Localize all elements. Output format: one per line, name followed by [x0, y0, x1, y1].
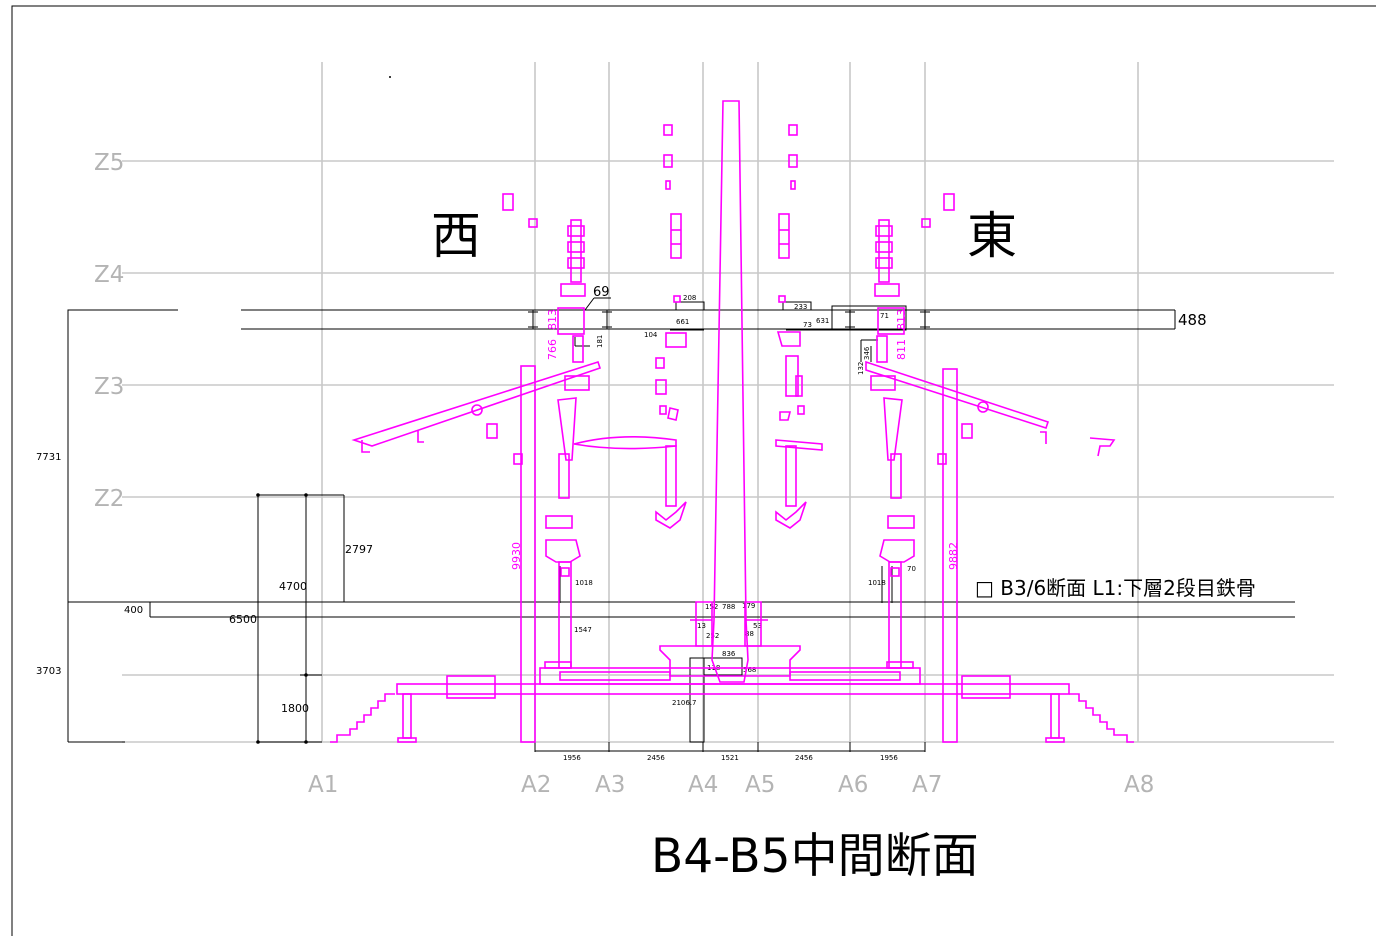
dim-1018-right: 1018 [868, 579, 886, 587]
dim-70: 70 [907, 565, 916, 573]
dim-88: 88 [745, 630, 754, 638]
dim-2797: 2797 [345, 543, 373, 556]
dim-2106: 2106.7 [672, 699, 697, 707]
dim-631: 631 [816, 317, 829, 325]
grid-label-a8: A8 [1124, 772, 1154, 798]
sheet-border [11, 5, 1376, 936]
central-spire [711, 100, 749, 683]
bottom-span-2: 2456 [647, 754, 665, 762]
dim-1547: 1547 [574, 626, 592, 634]
dim-766: 766 [546, 339, 559, 360]
dim-71: 71 [880, 312, 889, 320]
speck-dot [389, 76, 391, 78]
grid-label-z5: Z5 [94, 150, 124, 176]
direction-west-label: 西 [431, 207, 481, 265]
dim-811: 811 [895, 339, 908, 360]
structure-outline [330, 100, 1134, 743]
section-note: □ B3/6断面 L1:下層2段目鉄骨 [975, 576, 1256, 600]
grid-label-a3: A3 [595, 772, 625, 798]
dim-346: 346 [863, 346, 871, 360]
grid-label-a2: A2 [521, 772, 551, 798]
grid-label-z4: Z4 [94, 262, 124, 288]
grid-label-z2: Z2 [94, 486, 124, 512]
dim-488: 488 [1178, 311, 1207, 329]
grid-label-a6: A6 [838, 772, 868, 798]
dim-13: 13 [697, 622, 706, 630]
dim-3703: 3703 [36, 666, 61, 677]
dim-7731: 7731 [36, 452, 61, 463]
bottom-span-1: 1956 [563, 754, 581, 762]
dim-233: 233 [794, 303, 807, 311]
dim-813-left: 813 [546, 309, 559, 330]
dim-104: 104 [644, 331, 658, 339]
grid-lines [122, 62, 1334, 743]
dim-788: 788 [722, 603, 735, 611]
dim-1800: 1800 [281, 702, 309, 715]
drawing-title: B4-B5中間断面 [651, 829, 979, 884]
height-9930: 9930 [510, 542, 523, 570]
dim-813-right: 813 [895, 309, 908, 330]
dim-836: 836 [722, 650, 736, 658]
grid-labels: A1 A2 A3 A4 A5 A6 A7 A8 Z5 Z4 Z3 Z2 [94, 150, 1154, 798]
dim-4700: 4700 [279, 580, 307, 593]
grid-label-a5: A5 [745, 772, 775, 798]
grid-label-z3: Z3 [94, 374, 124, 400]
dim-568: 568 [743, 666, 756, 674]
grid-label-a7: A7 [912, 772, 942, 798]
dim-400: 400 [124, 605, 143, 616]
bottom-span-4: 2456 [795, 754, 813, 762]
direction-east-label: 東 [967, 207, 1017, 265]
dim-73: 73 [803, 321, 812, 329]
dim-179: 179 [742, 602, 755, 610]
dim-53: 53 [753, 622, 762, 630]
dim-69: 69 [593, 285, 610, 300]
dim-661: 661 [676, 318, 689, 326]
bottom-span-5: 1956 [880, 754, 898, 762]
grid-label-a1: A1 [308, 772, 338, 798]
dim-208: 208 [683, 294, 696, 302]
bottom-span-3: 1521 [721, 754, 739, 762]
height-9882: 9882 [947, 542, 960, 570]
dim-181: 181 [596, 335, 604, 348]
grid-label-a4: A4 [688, 772, 718, 798]
dim-132: 132 [857, 362, 865, 375]
dim-6500: 6500 [229, 613, 257, 626]
dimension-labels: 7731 3703 4700 2797 6500 1800 400 488 69… [36, 285, 1207, 762]
dim-1018-left: 1018 [575, 579, 593, 587]
